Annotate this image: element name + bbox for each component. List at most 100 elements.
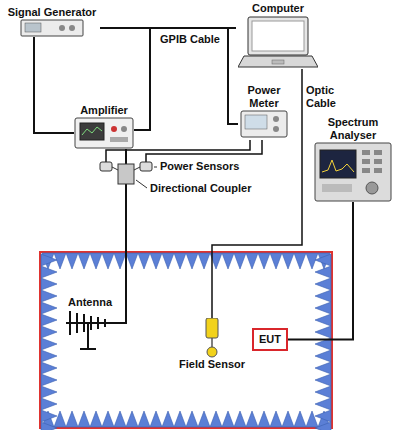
absorber-cone (162, 253, 174, 269)
absorber-cone (315, 278, 331, 290)
absorber-cone (174, 253, 186, 269)
absorber-cone (41, 254, 57, 266)
absorber-cone (54, 253, 66, 269)
absorber-cone (294, 411, 306, 427)
absorber-cone (162, 411, 174, 427)
absorber-cone (315, 398, 331, 410)
shape-part (87, 323, 89, 349)
absorber-cone (41, 398, 57, 410)
callout-label: GPIB Cable (160, 33, 220, 46)
shape-part (272, 60, 284, 64)
callout-label: Optic Cable (306, 84, 350, 110)
node-label: Amplifier (74, 104, 134, 117)
absorber-cone (315, 410, 331, 422)
absorber-cone (41, 374, 57, 386)
leader-line (136, 180, 147, 188)
absorber-cone (246, 411, 258, 427)
shape-part (80, 348, 96, 350)
absorber-cone (174, 411, 186, 427)
power-meter: Power Meter (238, 84, 290, 138)
antenna: Antenna (62, 296, 118, 351)
absorber-cone (41, 422, 57, 430)
absorber-cone (90, 253, 102, 269)
node-label: Computer (236, 2, 320, 15)
shape-part (207, 347, 217, 357)
shape-part (121, 126, 127, 132)
shape-part (69, 311, 71, 335)
spectrum-analyser: Spectrum Analyser (312, 116, 394, 202)
node-label: Antenna (62, 296, 118, 309)
absorber-cone (41, 278, 57, 290)
absorber-cone (315, 302, 331, 314)
absorber-cone (222, 253, 234, 269)
shape-part (322, 160, 354, 172)
absorber-cone (306, 253, 318, 269)
absorber-cone (258, 253, 270, 269)
absorber-cone (41, 362, 57, 374)
shape-part (374, 168, 382, 173)
absorber-cone (138, 411, 150, 427)
shape-part (110, 137, 128, 142)
directional-coupler (100, 162, 157, 188)
shape-part (75, 118, 133, 148)
callout-label: Directional Coupler (150, 182, 251, 195)
absorber-cone (126, 253, 138, 269)
absorber-cone (306, 411, 318, 427)
absorber-cone (102, 411, 114, 427)
absorber-cone (138, 253, 150, 269)
callout-label: Power Sensors (160, 160, 239, 173)
absorber-cone (282, 253, 294, 269)
absorber-cone (114, 411, 126, 427)
shape-part (366, 182, 378, 194)
antenna-icon (62, 309, 118, 351)
spectrum-analyser-icon (314, 142, 392, 202)
absorber-cone (66, 411, 78, 427)
anechoic-chamber (40, 252, 332, 430)
absorber-cone (210, 411, 222, 427)
shape-part (374, 150, 382, 155)
absorber-cone (315, 422, 331, 430)
shape-part (241, 111, 287, 137)
absorber-cone (41, 338, 57, 350)
amplifier-icon (74, 117, 134, 149)
shape-part (362, 150, 370, 155)
absorber-cone (294, 253, 306, 269)
computer: Computer (236, 2, 320, 69)
absorber-cone (222, 411, 234, 427)
cable (34, 37, 74, 133)
absorber-cone (198, 411, 210, 427)
absorber-cone (90, 411, 102, 427)
amplifier: Amplifier (74, 104, 134, 149)
node-label: Spectrum Analyser (312, 116, 394, 142)
absorber-cone (114, 253, 126, 269)
absorber-cone (315, 374, 331, 386)
eut-box: EUT (252, 328, 288, 351)
shape-part (76, 313, 78, 333)
shape-part (374, 159, 382, 164)
shape-part (206, 318, 218, 338)
absorber-cone (186, 253, 198, 269)
node-label: Power Meter (238, 84, 290, 110)
shape-part (82, 127, 102, 135)
shape-part (104, 319, 106, 327)
cable (228, 28, 238, 124)
absorber-cone (41, 386, 57, 398)
absorber-cone (315, 386, 331, 398)
absorber-cone (315, 326, 331, 338)
shape-part (248, 17, 308, 55)
absorber-cone (315, 290, 331, 302)
shape-part (315, 143, 391, 201)
signal-generator: Signal Generator (4, 6, 100, 37)
shape-part (273, 126, 279, 132)
shape-part (83, 314, 85, 332)
shape-part (21, 20, 83, 36)
absorber-cone (270, 411, 282, 427)
node-label: EUT (259, 333, 281, 346)
shape-part (252, 21, 304, 51)
absorber-cone (282, 411, 294, 427)
absorber-cone (41, 314, 57, 326)
absorber-cone (186, 411, 198, 427)
shape-part (90, 316, 92, 330)
absorber-cone (41, 326, 57, 338)
absorber-cone (315, 314, 331, 326)
